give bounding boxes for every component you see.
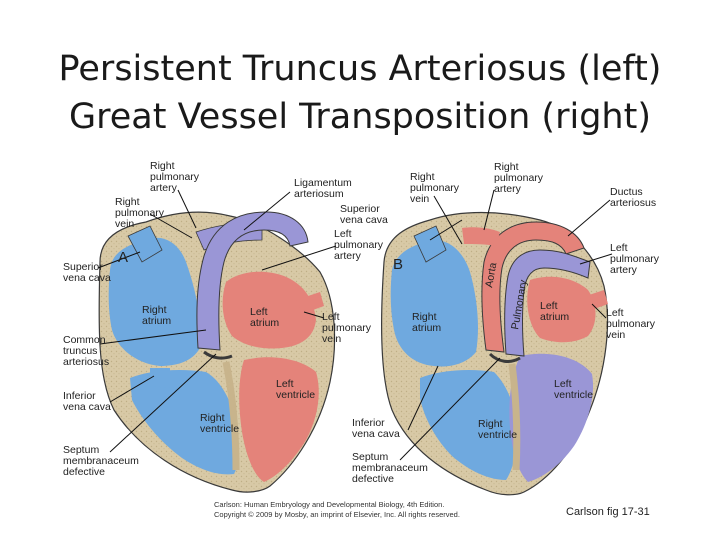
panel-b-left-atrium: [527, 276, 596, 343]
slide-title-line-1: Persistent Truncus Arteriosus (left): [58, 49, 662, 89]
slide-title-line-2: Great Vessel Transposition (right): [69, 97, 651, 137]
panel-a-septum: [222, 361, 240, 471]
b-panel-letter: B: [393, 256, 403, 273]
figure-caption: Carlson fig 17-31: [566, 506, 650, 518]
panel-b-aorta: [481, 221, 585, 353]
panel-b-septum: [508, 363, 521, 471]
panel-b-leader-lines: [399, 189, 613, 461]
panel-b-right-ventricle: [420, 370, 517, 480]
credit-line-1: Carlson: Human Embryology and Developmen…: [214, 500, 445, 509]
panel-a-common-truncus: [196, 211, 309, 351]
panel-a-left-ventricle: [239, 357, 319, 482]
panel-b-heart: [381, 211, 609, 496]
credit-line-2: Copyright © 2009 by Mosby, an imprint of…: [214, 510, 460, 519]
panel-a-septum-defect: [203, 350, 233, 360]
panel-a-left-pulmonary-vein: [296, 292, 324, 314]
panel-a-left-atrium: [222, 271, 316, 349]
a-panel-letter: A: [118, 249, 128, 266]
panel-b-pulmonary-branch-right: [462, 227, 500, 246]
panel-b-septum-defect: [488, 352, 521, 363]
panel-a-inferior-vena-cava: [150, 368, 170, 388]
panel-b-left-pulmonary-vein: [580, 290, 608, 312]
panel-b-pulmonary-trunk: [504, 249, 591, 357]
panel-a-right-ventricle: [130, 370, 239, 475]
panel-b-left-ventricle: [509, 353, 594, 482]
panel-a-leader-lines: [97, 189, 337, 453]
panel-b-right-atrium: [390, 240, 478, 367]
b-label-aorta: Aorta: [483, 262, 499, 289]
figure-credit: Carlson: Human Embryology and Developmen…: [214, 500, 460, 520]
